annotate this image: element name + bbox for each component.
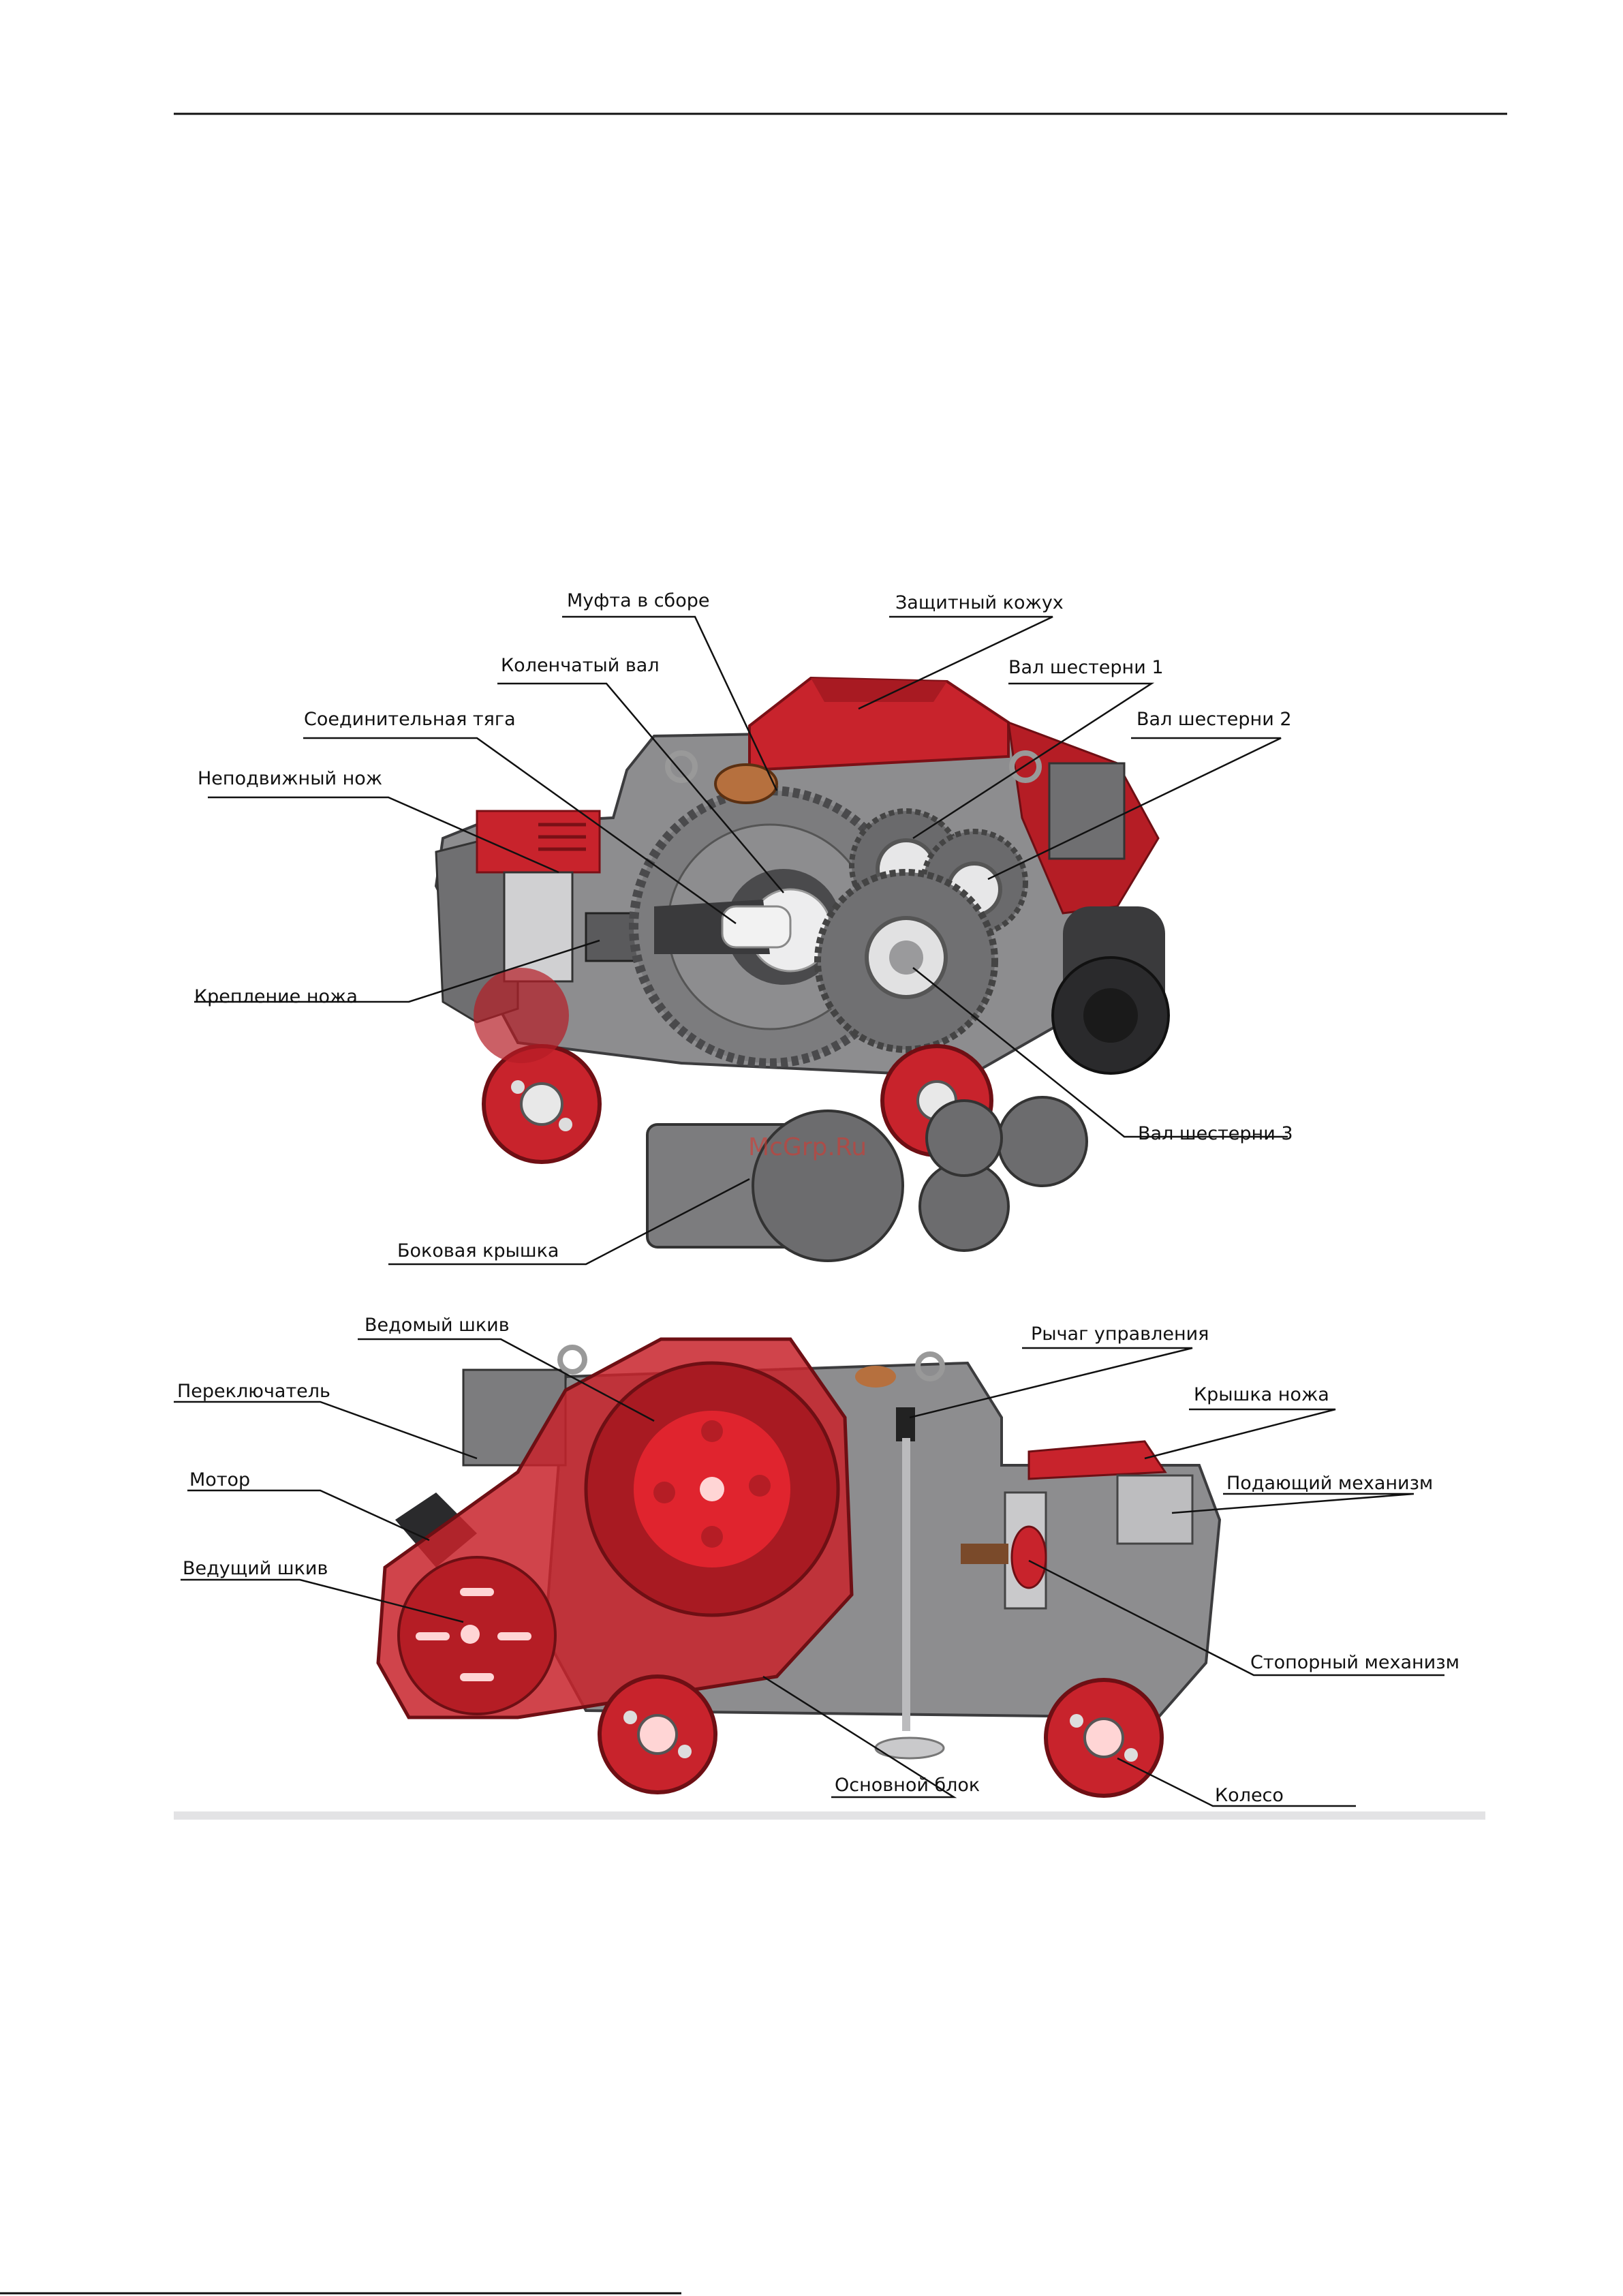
top-gear-shaft-3-bore	[889, 940, 923, 975]
bottom-wheel-left	[600, 1677, 715, 1792]
label-gear-shaft-3: Вал шестерни 3	[1138, 1123, 1293, 1144]
label-guard: Защитный кожух	[895, 592, 1064, 613]
bottom-feed-mechanism	[1117, 1475, 1192, 1544]
label-crankshaft: Коленчатый вал	[501, 655, 660, 676]
bottom-floor-shadow	[174, 1811, 1485, 1820]
top-machine-illustration: McGrp.Ru	[436, 678, 1169, 1261]
top-knife-mount	[504, 872, 572, 981]
top-wheel-rear-left	[474, 968, 569, 1063]
bottom-machine-illustration	[174, 1339, 1485, 1820]
bottom-wheel-right	[1046, 1680, 1162, 1796]
bottom-drive-pulley-hub	[461, 1625, 480, 1644]
label-knife-cover: Крышка ножа	[1194, 1384, 1329, 1405]
label-lock-mechanism: Стопорный механизм	[1250, 1652, 1459, 1673]
label-control-lever: Рычаг управления	[1031, 1323, 1209, 1345]
label-wheel: Колесо	[1215, 1785, 1284, 1806]
bottom-driven-pulley-hub	[700, 1477, 724, 1501]
label-switch: Переключатель	[177, 1381, 330, 1402]
label-coupling: Муфта в сборе	[567, 590, 709, 611]
label-side-cover: Боковая крышка	[397, 1240, 559, 1261]
label-fixed-knife: Неподвижный нож	[198, 768, 382, 789]
bottom-coupling-plate	[855, 1366, 896, 1388]
label-knife-mount: Крепление ножа	[194, 986, 358, 1007]
top-wheel-left	[484, 1046, 600, 1162]
label-drive-pulley: Ведущий шкив	[183, 1558, 328, 1579]
label-gear-shaft-1: Вал шестерни 1	[1008, 657, 1164, 678]
label-motor: Мотор	[189, 1469, 250, 1490]
watermark: McGrp.Ru	[748, 1133, 867, 1161]
top-motor-fan	[1083, 988, 1138, 1043]
label-driven-pulley: Ведомый шкив	[365, 1315, 510, 1336]
label-connecting-rod: Соединительная тяга	[304, 709, 516, 730]
bottom-knife-cover	[1029, 1441, 1165, 1479]
bottom-lifting-eye-left	[560, 1347, 585, 1372]
label-feed-mechanism: Подающий механизм	[1226, 1473, 1433, 1494]
label-gear-shaft-2: Вал шестерни 2	[1137, 709, 1292, 730]
label-main-block: Основной блок	[835, 1775, 980, 1796]
top-side-cover-exploded	[647, 1097, 1087, 1261]
top-rod-end	[722, 906, 790, 947]
